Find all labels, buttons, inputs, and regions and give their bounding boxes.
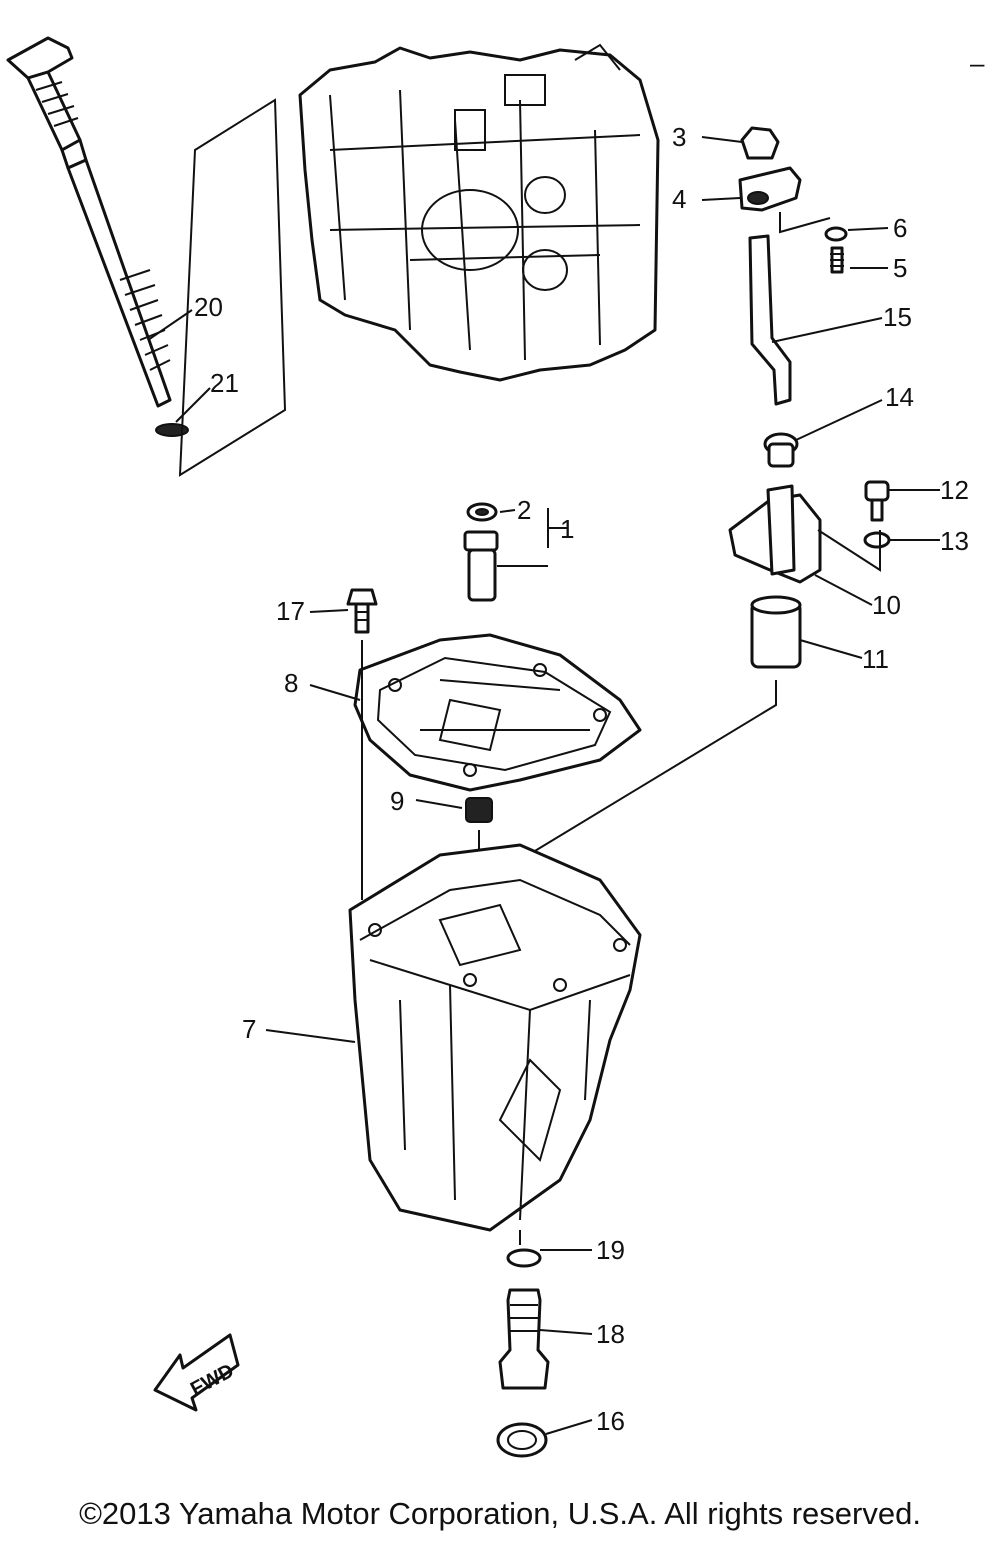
corner-mark: – — [970, 48, 985, 78]
callout-4: 4 — [672, 184, 686, 214]
bolt-17 — [346, 588, 378, 900]
callout-5: 5 — [893, 253, 907, 283]
engine-block — [298, 43, 660, 382]
callout-21: 21 — [210, 368, 239, 398]
callout-14: 14 — [885, 382, 914, 412]
callout-10: 10 — [872, 590, 901, 620]
callout-6: 6 — [893, 213, 907, 243]
callout-16: 16 — [596, 1406, 625, 1436]
oil-strainer-assembly — [519, 126, 891, 861]
callout-17: 17 — [276, 596, 305, 626]
callout-7: 7 — [242, 1014, 256, 1044]
callout-13: 13 — [940, 526, 969, 556]
callout-1: 1 — [560, 514, 574, 544]
callout-labels: 3 4 6 5 15 14 12 13 10 11 2 1 17 8 9 7 1… — [194, 122, 969, 1436]
callout-9: 9 — [390, 786, 404, 816]
forward-direction-arrow: FWD — [153, 1333, 240, 1412]
callout-19: 19 — [596, 1235, 625, 1265]
callout-18: 18 — [596, 1319, 625, 1349]
drain-assembly — [496, 1230, 550, 1458]
dipstick — [6, 36, 189, 437]
callout-20: 20 — [194, 292, 223, 322]
oil-pan-gasket — [353, 633, 642, 792]
oil-pan — [348, 843, 642, 1232]
callout-11: 11 — [862, 644, 889, 674]
leader-lines — [147, 136, 940, 1435]
dipstick-bracket-line — [178, 98, 287, 477]
callout-2: 2 — [517, 495, 531, 525]
copyright-notice: ©2013 Yamaha Motor Corporation, U.S.A. A… — [79, 1496, 921, 1531]
callout-3: 3 — [672, 122, 686, 152]
exploded-parts-diagram: – — [6, 36, 985, 1458]
callout-8: 8 — [284, 668, 298, 698]
drain-plug-assembly — [463, 502, 568, 602]
callout-15: 15 — [883, 302, 912, 332]
callout-12: 12 — [940, 475, 969, 505]
